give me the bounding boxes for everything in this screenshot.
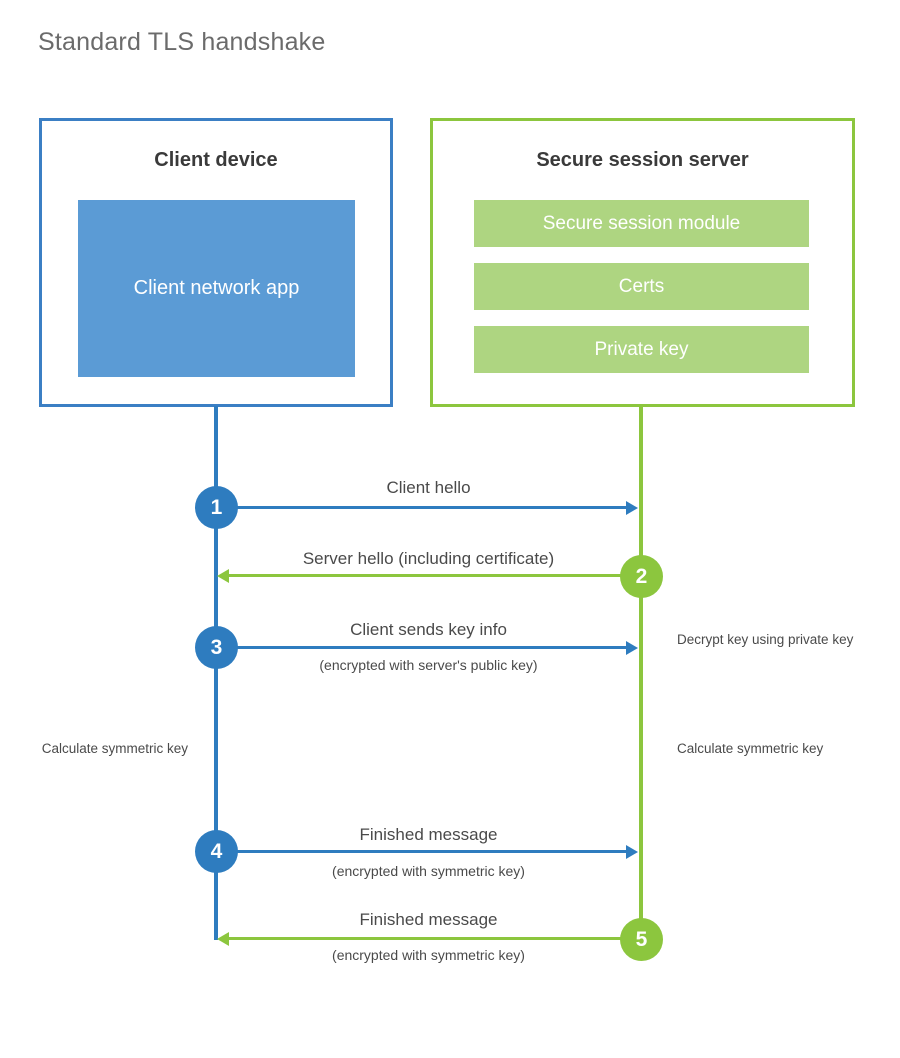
- step-4-arrow: [216, 844, 638, 859]
- step-1-label: Client hello: [386, 478, 471, 497]
- note-client-calculate-symmetric-key: Calculate symmetric key: [41, 741, 188, 756]
- server-lifeline: [639, 406, 643, 939]
- step-1-circle[interactable]: 1: [195, 486, 238, 529]
- client-device-title: Client device: [154, 149, 278, 171]
- client-lifeline: [214, 406, 218, 940]
- client-device-box: Client device Client network app: [39, 118, 393, 407]
- step-3-label: Client sends key info: [350, 620, 507, 639]
- server-block-secure-session-module: Secure session module: [474, 200, 809, 247]
- page-title: Standard TLS handshake: [38, 28, 326, 56]
- step-5-circle[interactable]: 5: [620, 918, 663, 961]
- secure-session-server-title: Secure session server: [536, 149, 749, 171]
- step-5-sublabel: (encrypted with symmetric key): [332, 947, 525, 963]
- server-block-certs: Certs: [474, 263, 809, 310]
- note-server-decrypt: Decrypt key using private key: [677, 632, 854, 647]
- step-2-circle[interactable]: 2: [620, 555, 663, 598]
- step-2-label: Server hello (including certificate): [302, 549, 555, 568]
- server-block-private-key: Private key: [474, 326, 809, 373]
- step-3-sublabel: (encrypted with server's public key): [319, 657, 538, 673]
- step-5-label: Finished message: [359, 910, 498, 929]
- step-4-sublabel: (encrypted with symmetric key): [332, 863, 525, 879]
- step-2-arrow: [217, 568, 639, 583]
- secure-session-server-box: Secure session server Secure session mod…: [430, 118, 855, 407]
- step-3-arrow: [216, 640, 638, 655]
- note-server-calculate-symmetric-key: Calculate symmetric key: [677, 741, 824, 756]
- step-4-circle[interactable]: 4: [195, 830, 238, 873]
- step-3-circle[interactable]: 3: [195, 626, 238, 669]
- client-network-app-block: Client network app: [78, 200, 355, 377]
- step-4-label: Finished message: [359, 825, 498, 844]
- step-1-arrow: [216, 500, 638, 515]
- step-5-arrow: [217, 931, 639, 946]
